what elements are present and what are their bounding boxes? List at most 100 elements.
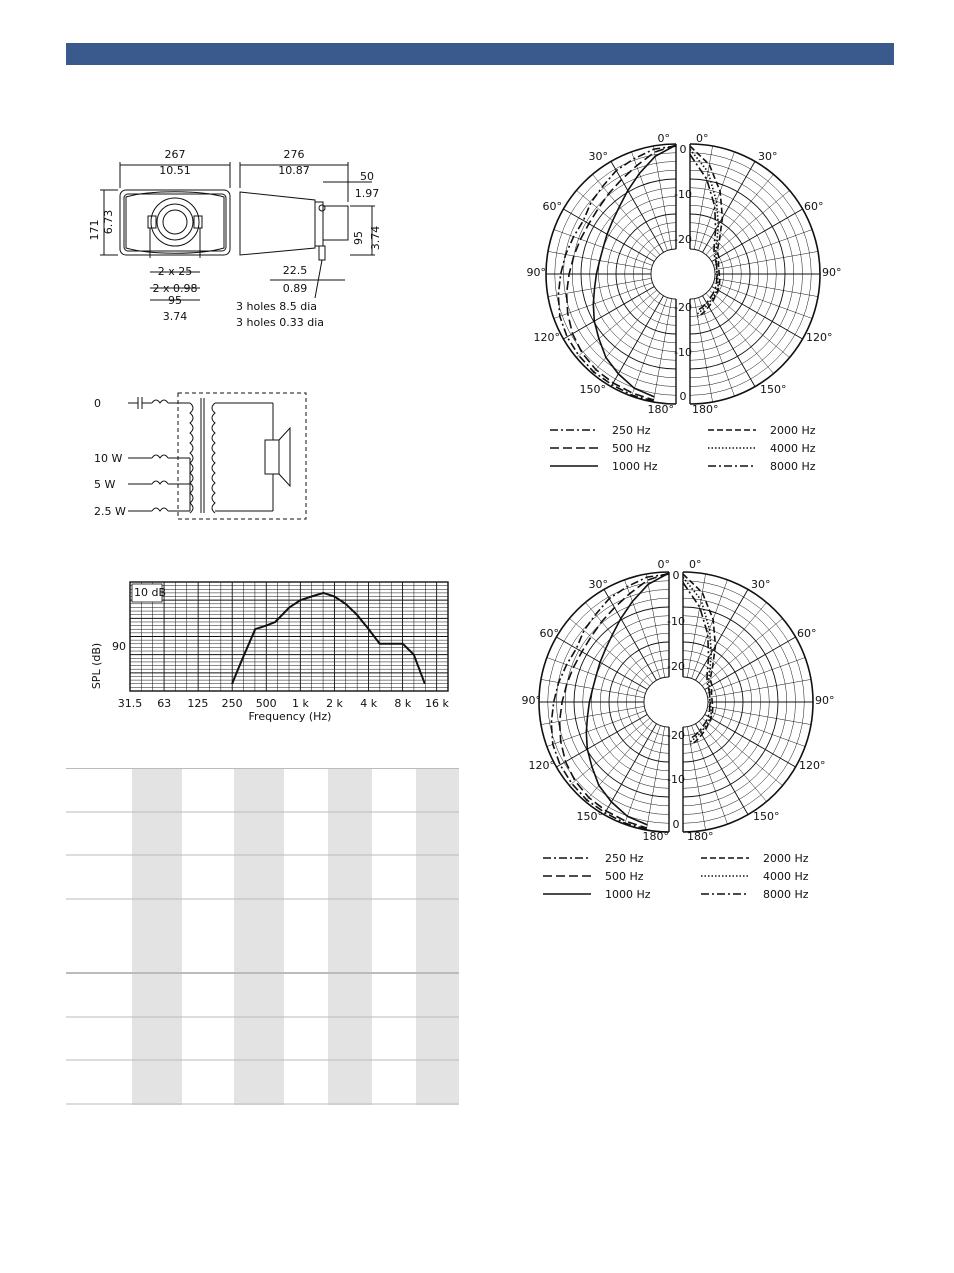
polar-curve bbox=[682, 573, 717, 746]
dim-depth-mm: 276 bbox=[284, 148, 305, 161]
dim-height-in: 6.73 bbox=[102, 210, 115, 235]
x-tick-label: 8 k bbox=[394, 697, 411, 710]
angle-150-right: 150° bbox=[753, 810, 780, 823]
tap-10w-label: 10 W bbox=[94, 452, 122, 465]
dim-holes-in: 3 holes 0.33 dia bbox=[236, 316, 324, 329]
ring-label: 0 bbox=[673, 818, 680, 831]
x-tick-labels: 31.5 63 125 250 500 1 k 2 k 4 k 8 k 16 k bbox=[118, 697, 450, 710]
legend-label: 500 Hz bbox=[605, 870, 644, 883]
angle-0-right: 0° bbox=[689, 558, 702, 571]
angle-120-right: 120° bbox=[799, 759, 826, 772]
polar-curve bbox=[689, 145, 724, 318]
wiring-diagram: 0 10 W 5 W 2.5 W bbox=[94, 392, 307, 520]
table-column-shade bbox=[416, 768, 459, 1105]
angle-90-left: 90° bbox=[522, 694, 542, 707]
ring-label: -20 bbox=[667, 660, 685, 673]
x-tick-label: 2 k bbox=[326, 697, 343, 710]
y-axis-label: SPL (dB) bbox=[90, 643, 103, 689]
ring-label: -10 bbox=[667, 615, 685, 628]
x-tick-label: 63 bbox=[157, 697, 171, 710]
legend-label: 250 Hz bbox=[612, 424, 651, 437]
angle-30-left: 30° bbox=[589, 150, 609, 163]
tap-2-5w-label: 2.5 W bbox=[94, 505, 126, 518]
angle-120-left: 120° bbox=[534, 331, 561, 344]
ring-label: 0 bbox=[680, 390, 687, 403]
dim-bottom-width-in: 3.74 bbox=[163, 310, 188, 323]
dim-offset-in: 0.89 bbox=[283, 282, 308, 295]
ring-label: -10 bbox=[667, 773, 685, 786]
angle-90-right: 90° bbox=[815, 694, 835, 707]
angle-0-left: 0° bbox=[658, 558, 671, 571]
legend-label: 8000 Hz bbox=[770, 460, 816, 473]
dim-depth-in: 10.87 bbox=[278, 164, 310, 177]
angle-180-right: 180° bbox=[687, 830, 714, 843]
angle-120-right: 120° bbox=[806, 331, 833, 344]
angle-90-right: 90° bbox=[822, 266, 842, 279]
polar-curve bbox=[585, 572, 670, 826]
ring-label: -10 bbox=[674, 188, 692, 201]
polar-curves bbox=[557, 144, 724, 402]
angle-150-right: 150° bbox=[760, 383, 787, 396]
legend-label: 1000 Hz bbox=[612, 460, 658, 473]
x-axis-label: Frequency (Hz) bbox=[249, 710, 332, 723]
frequency-curve bbox=[231, 591, 426, 685]
legend-label: 500 Hz bbox=[612, 442, 651, 455]
dimension-drawing: 267 10.51 276 10.87 171 6.73 50 1.97 95 … bbox=[88, 148, 382, 329]
x-tick-label: 500 bbox=[256, 697, 277, 710]
dim-offset-mm: 22.5 bbox=[283, 264, 308, 277]
polar-grid bbox=[545, 143, 821, 405]
ring-label: -20 bbox=[674, 301, 692, 314]
polar-curve bbox=[592, 144, 677, 398]
polar-curve bbox=[689, 154, 718, 312]
angle-150-left: 150° bbox=[577, 810, 604, 823]
angle-60-left: 60° bbox=[540, 627, 560, 640]
x-tick-label: 16 k bbox=[425, 697, 449, 710]
header-banner bbox=[66, 43, 894, 65]
dim-slot-spacing-in: 2 x 0.98 bbox=[153, 282, 198, 295]
angle-0-left: 0° bbox=[658, 132, 671, 145]
angle-30-left: 30° bbox=[589, 578, 609, 591]
dim-bracket-in: 1.97 bbox=[355, 187, 380, 200]
angle-180-left: 180° bbox=[643, 830, 670, 843]
x-tick-label: 4 k bbox=[360, 697, 377, 710]
legend-label: 4000 Hz bbox=[763, 870, 809, 883]
dim-slot-spacing: 2 x 25 bbox=[158, 265, 193, 278]
x-tick-label: 1 k bbox=[292, 697, 309, 710]
tap-0-label: 0 bbox=[94, 397, 101, 410]
specifications-table bbox=[66, 768, 459, 1105]
polar-plot-top: 0° 0° 30° 30° 60° 60° 90° 90° 120° 120° … bbox=[527, 132, 842, 473]
angle-180-right: 180° bbox=[692, 403, 719, 416]
angle-120-left: 120° bbox=[529, 759, 556, 772]
x-tick-label: 125 bbox=[187, 697, 208, 710]
polar-plot-bottom: 0° 0° 30° 30° 60° 60° 90° 90° 120° 120° … bbox=[522, 558, 835, 901]
dim-holes-mm: 3 holes 8.5 dia bbox=[236, 300, 317, 313]
legend-label: 2000 Hz bbox=[763, 852, 809, 865]
polar-curve bbox=[682, 582, 711, 740]
tap-5w-label: 5 W bbox=[94, 478, 115, 491]
dim-bracket-mm: 50 bbox=[360, 170, 374, 183]
angle-180-left: 180° bbox=[648, 403, 675, 416]
frequency-grid bbox=[130, 582, 448, 691]
dim-side-height-mm: 95 bbox=[352, 231, 365, 245]
table-column-shade bbox=[328, 768, 372, 1105]
ref-value-label: 90 bbox=[112, 640, 126, 653]
ring-label: 0 bbox=[680, 143, 687, 156]
x-tick-label: 31.5 bbox=[118, 697, 143, 710]
angle-60-right: 60° bbox=[797, 627, 817, 640]
angle-150-left: 150° bbox=[580, 383, 607, 396]
ring-label: -10 bbox=[674, 346, 692, 359]
dim-front-width-mm: 267 bbox=[165, 148, 186, 161]
angle-30-right: 30° bbox=[751, 578, 771, 591]
angle-30-right: 30° bbox=[758, 150, 778, 163]
angle-90-left: 90° bbox=[527, 266, 547, 279]
legend-label: 4000 Hz bbox=[770, 442, 816, 455]
table-column-shade bbox=[132, 768, 182, 1105]
ring-label: 0 bbox=[673, 569, 680, 582]
dim-bottom-width-mm: 95 bbox=[168, 294, 182, 307]
dim-height-mm: 171 bbox=[88, 220, 101, 241]
legend-label: 8000 Hz bbox=[763, 888, 809, 901]
x-tick-label: 250 bbox=[222, 697, 243, 710]
